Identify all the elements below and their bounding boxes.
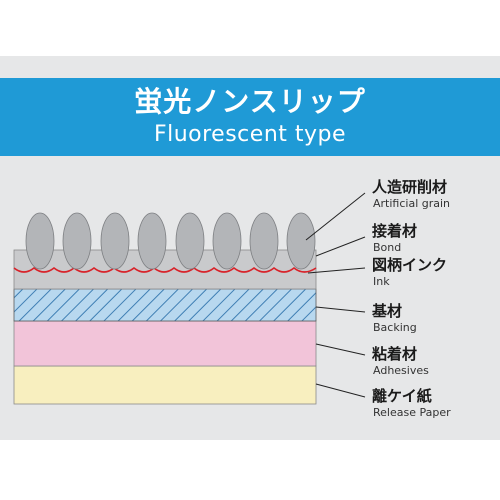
title-english: Fluorescent type [153,122,347,147]
label-backing-jp: 基材 [372,302,403,320]
label-grain-jp: 人造研削材 [372,178,448,196]
label-bond-jp: 接着材 [372,222,418,240]
label-adhesive-en: Adhesives [373,364,429,377]
leader-line-adhesive [315,343,366,356]
label-ink-en: Ink [373,275,390,288]
title-japanese: 蛍光ノンスリップ [134,85,366,118]
leader-line-ink [307,267,366,274]
leader-line-backing [315,306,366,313]
layer-release-paper [13,365,317,405]
title-banner [0,78,500,156]
layer-ink-line [13,266,317,273]
label-bond-en: Bond [373,241,402,254]
label-release-en: Release Paper [373,406,451,419]
label-backing-en: Backing [373,321,417,334]
grain-ellipse [137,212,167,270]
label-grain-en: Artificial grain [373,197,451,210]
grain-ellipse [25,212,55,270]
leader-line-release [315,383,366,398]
grain-ellipse [175,212,205,270]
layer-backing [13,288,317,322]
leader-line-grain [305,192,366,241]
artificial-grain-group [25,212,316,270]
grain-ellipse [249,212,279,270]
label-adhesive-jp: 粘着材 [372,345,418,363]
grain-ellipse [212,212,242,270]
label-release-jp: 離ケイ紙 [372,387,432,405]
grain-ellipse [286,212,316,270]
leader-lines [305,192,366,398]
layer-adhesive [13,320,317,367]
leader-line-bond [315,236,366,257]
grain-ellipse [62,212,92,270]
label-ink-jp: 図柄インク [372,256,448,274]
grain-ellipse [100,212,130,270]
